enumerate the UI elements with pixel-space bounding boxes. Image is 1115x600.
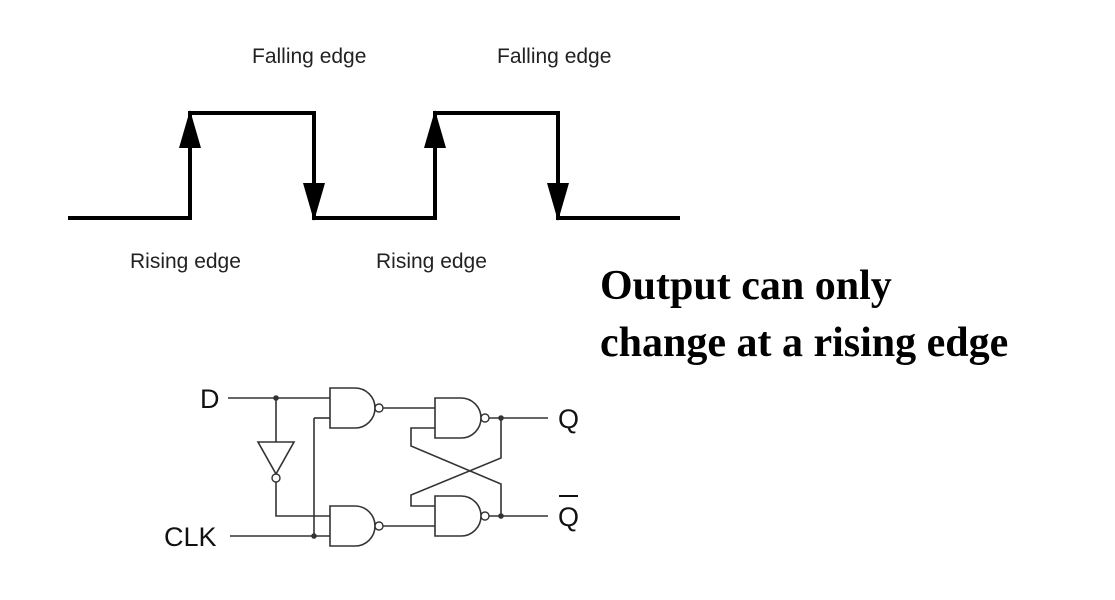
rising-edge-arrow-2 [424,110,446,148]
rising-edge-caption: Output can only change at a rising edge [600,258,1100,372]
top-input-nand-gate [329,387,376,429]
top-latch-nand-gate [434,397,482,439]
feedback-qbar-to-top-wire [410,427,502,516]
feedback-q-to-bottom-wire [410,418,502,507]
clk-input-label: CLK [164,522,217,552]
clock-waveform [68,110,680,221]
top-latch-nand-bubble [480,413,490,423]
inverter-output-wire [275,482,330,517]
bottom-latch-nand-gate [434,495,482,537]
d-flipflop-circuit [228,387,548,547]
rising-edge-arrow-1 [179,110,201,148]
rising-edge-label-1: Rising edge [130,250,241,273]
caption-line-1: Output can only [600,263,892,309]
d-junction-dot [273,395,279,401]
caption-line-2: change at a rising edge [600,320,1009,366]
q-output-label: Q [558,404,579,434]
bottom-input-nand-bubble [374,521,384,531]
clock-signal-line [68,111,680,220]
inverter-gate [256,441,296,476]
qbar-output-label: Q [558,502,579,532]
inverter-bubble [271,473,281,483]
falling-edge-label-2: Falling edge [497,45,611,68]
rising-edge-label-2: Rising edge [376,250,487,273]
falling-edge-arrow-1 [303,183,325,221]
top-input-nand-bubble [374,403,384,413]
bottom-input-nand-gate [329,505,376,547]
bottom-latch-nand-bubble [480,511,490,521]
d-input-label: D [200,384,220,414]
clk-junction-dot [311,533,317,539]
falling-edge-arrow-2 [547,183,569,221]
falling-edge-label-1: Falling edge [252,45,366,68]
